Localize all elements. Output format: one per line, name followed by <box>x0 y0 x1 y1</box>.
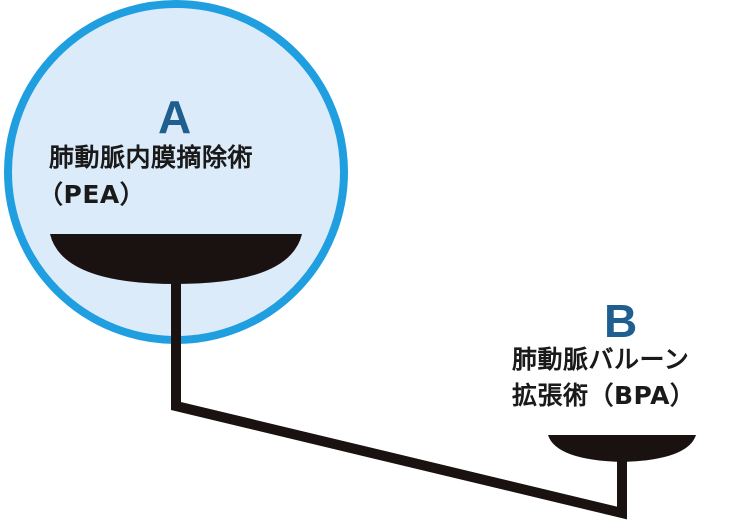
option-b-name-line2: 拡張術（BPA） <box>512 381 696 410</box>
balance-beam <box>171 278 627 520</box>
option-a-abbreviation: （PEA） <box>38 180 146 209</box>
option-b-name: 肺動脈バルーン <box>512 345 690 374</box>
dish-a <box>50 234 302 284</box>
option-a-letter: A <box>158 91 192 143</box>
option-b-letter: B <box>604 295 638 347</box>
dish-b <box>548 435 696 462</box>
option-a-name: 肺動脈内膜摘除術 <box>49 143 254 172</box>
